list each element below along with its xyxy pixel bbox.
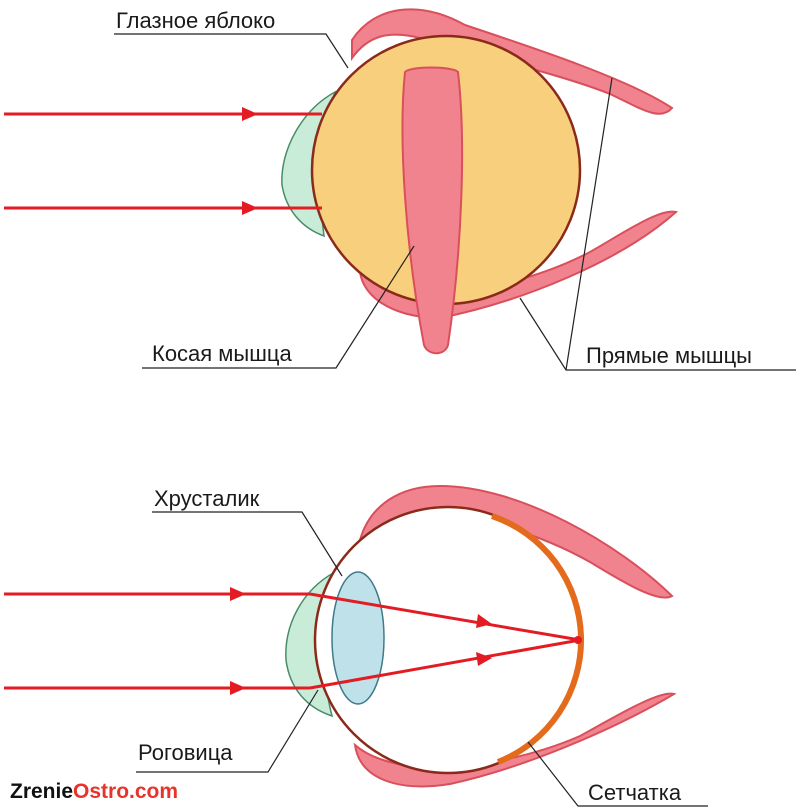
focal-point bbox=[574, 636, 582, 644]
bottom-ray-upper-inside-arrow bbox=[476, 614, 492, 628]
eyeball-label: Глазное яблоко bbox=[116, 8, 275, 33]
lens-label: Хрусталик bbox=[154, 486, 260, 511]
bottom-ray-upper-outside-arrow bbox=[230, 587, 246, 601]
retina-label-leader bbox=[527, 741, 708, 807]
retina bbox=[491, 513, 584, 765]
oblique-muscle-label-leader bbox=[142, 245, 415, 369]
top-eye-diagram: Глазное яблоко Косая мышца Прямые мышцы bbox=[4, 8, 796, 371]
watermark-part1: Zrenie bbox=[10, 780, 73, 803]
lens-label-leader bbox=[152, 511, 343, 577]
bottom-ray-lower-inside-arrow bbox=[476, 652, 492, 666]
bottom-ray-lower-outside-arrow bbox=[230, 681, 246, 695]
top-ray-upper-arrow bbox=[242, 107, 258, 121]
cornea-label: Роговица bbox=[138, 740, 233, 765]
rectus-muscles-label-leader-upper bbox=[565, 77, 613, 371]
cornea-label-leader bbox=[136, 689, 319, 773]
bottom-ray-lower-inside bbox=[309, 638, 581, 690]
oblique-muscle-label: Косая мышца bbox=[152, 341, 292, 366]
bottom-ray-upper-inside bbox=[309, 592, 581, 642]
bottom-eye-diagram: Хрусталик Роговица Сетчатка bbox=[4, 484, 708, 807]
watermark: ZrenieOstro.com bbox=[10, 780, 178, 803]
eyeball-label-leader bbox=[114, 33, 349, 69]
rectus-muscles-label: Прямые мышцы bbox=[586, 343, 752, 368]
watermark-part2: Ostro.com bbox=[73, 780, 178, 803]
oblique-muscle bbox=[401, 66, 464, 355]
retina-label: Сетчатка bbox=[588, 780, 682, 805]
top-ray-lower-arrow bbox=[242, 201, 258, 215]
